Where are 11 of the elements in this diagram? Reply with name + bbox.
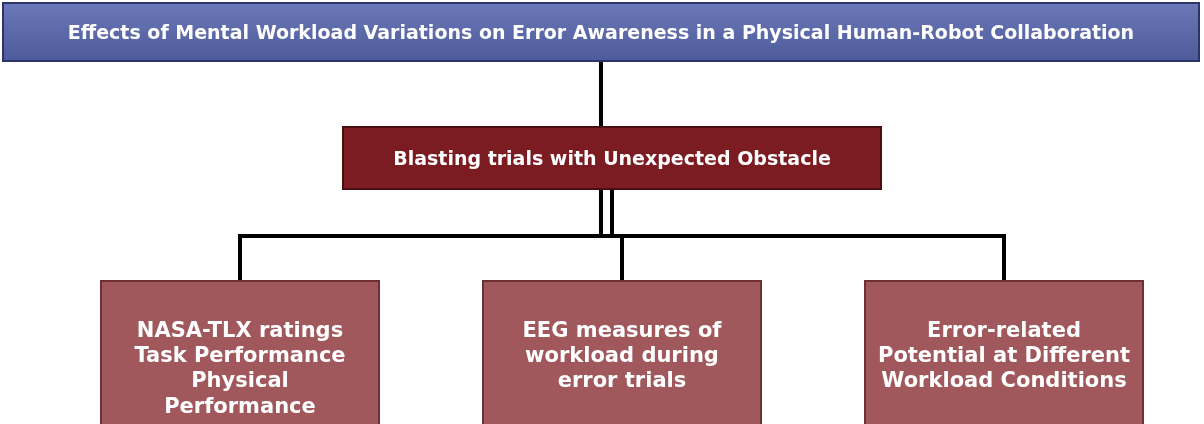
box-label: NASA-TLX ratings Task Performance Physical Performance (133, 318, 347, 419)
result-box (864, 280, 1144, 424)
box-label: Effects of Mental Workload Variations on Error Awareness in a Physical Human-Robot Collaboration (67, 21, 1135, 43)
box-label: Blasting trials with Unexpected Obstacle (393, 147, 831, 169)
result-box (100, 280, 380, 424)
connector-line (610, 190, 1006, 280)
box-label: Error-related Potential at Different Workload Conditions (878, 318, 1130, 394)
box-label: EEG measures of workload during error trials (521, 318, 723, 394)
result-box (482, 280, 762, 424)
process-box (342, 126, 882, 190)
title-box (2, 2, 1200, 62)
